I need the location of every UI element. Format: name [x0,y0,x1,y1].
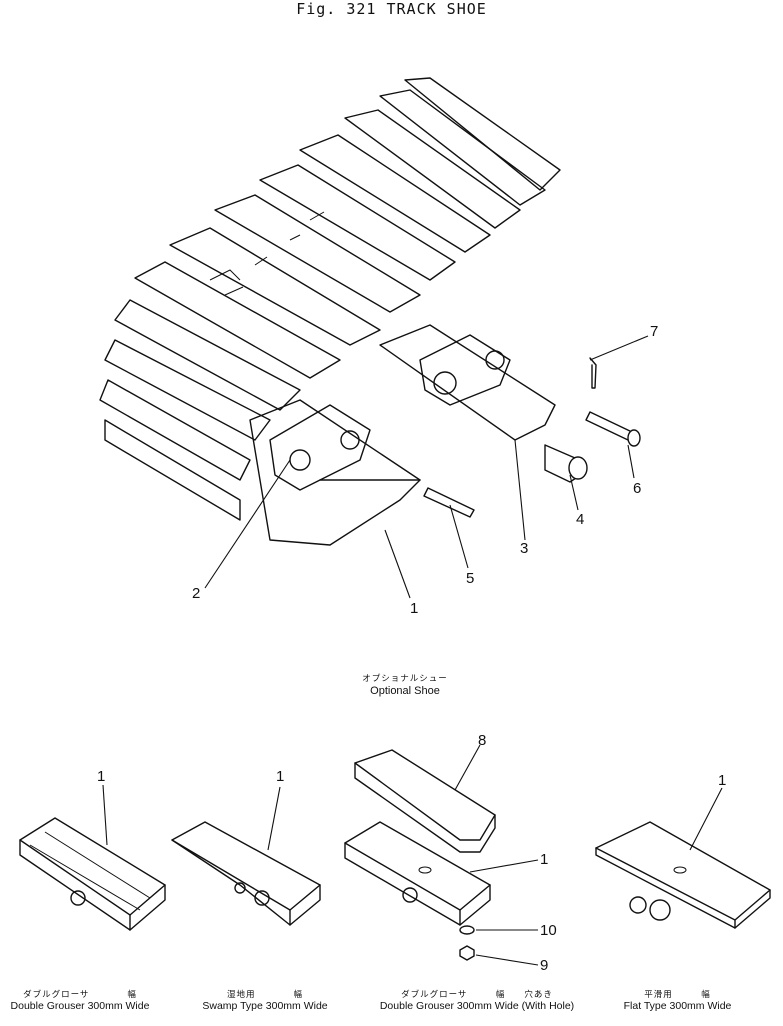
callout-opt-9: 9 [540,957,548,974]
optional-shoe-jp: オプショナルシュー [362,673,448,683]
track-chain-illustration [99,77,641,546]
callout-opt-1c: 1 [540,851,548,868]
callout-7: 7 [650,323,658,340]
caption-en: Double Grouser 300mm Wide (With Hole) [379,1000,575,1012]
callout-opt-1d: 1 [718,772,726,789]
callout-3: 3 [520,540,528,557]
callout-opt-1a: 1 [97,768,105,785]
leader-lines [204,335,649,599]
caption-flat-type: 平滑用 幅 Flat Type 300mm Wide [610,988,745,1012]
shoe-swamp-type: 1 [171,768,321,926]
optional-shoe-label: オプショナルシュー Optional Shoe [345,672,465,698]
caption-jp: ダブルグローサ 幅 穴あき [401,989,553,999]
caption-en: Flat Type 300mm Wide [623,1000,732,1012]
shoe-double-grouser-with-hole: 8 1 10 9 [344,732,557,974]
caption-jp: 湿地用 幅 [226,989,303,999]
callout-4: 4 [576,511,584,528]
callout-opt-8: 8 [478,732,486,749]
shoe-flat-type: 1 [595,772,771,929]
optional-shoe-en: Optional Shoe [370,685,440,697]
callout-6: 6 [633,480,641,497]
caption-jp: ダブルグローサ 幅 [23,989,137,999]
callout-1: 1 [410,600,418,617]
caption-double-grouser-hole: ダブルグローサ 幅 穴あき Double Grouser 300mm Wide … [362,988,592,1012]
caption-jp: 平滑用 幅 [644,989,711,999]
caption-swamp-type: 湿地用 幅 Swamp Type 300mm Wide [190,988,340,1012]
callout-opt-1b: 1 [276,768,284,785]
callout-2: 2 [192,585,200,602]
caption-en: Swamp Type 300mm Wide [202,1000,328,1012]
callout-5: 5 [466,570,474,587]
callout-opt-10: 10 [540,922,557,939]
figure-title: Fig. 321 TRACK SHOE [296,0,487,18]
caption-en: Double Grouser 300mm Wide [10,1000,150,1012]
shoe-double-grouser: 1 [19,768,166,931]
caption-double-grouser: ダブルグローサ 幅 Double Grouser 300mm Wide [0,988,160,1012]
